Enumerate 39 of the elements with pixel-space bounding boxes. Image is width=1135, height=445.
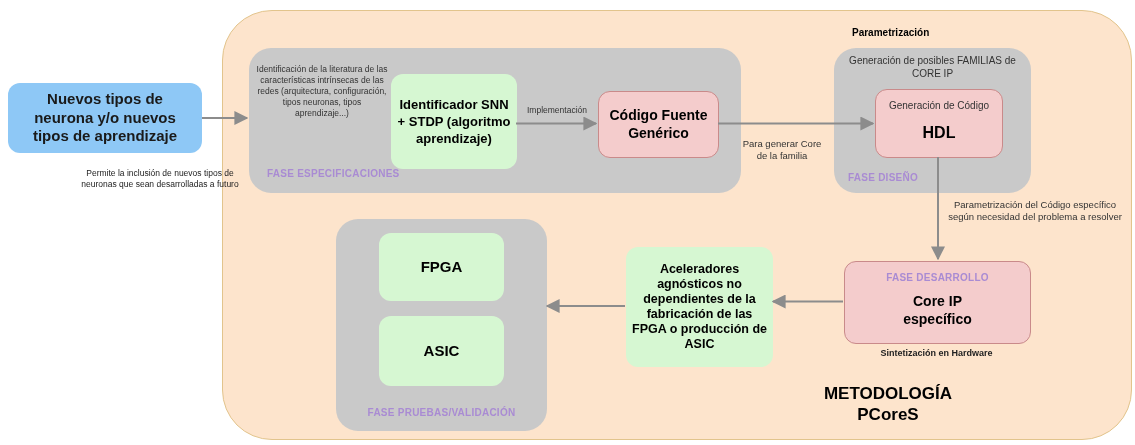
description-text: Identificación de la literatura de las características intrínsecas de las redes (arquitectura, configuración, tipos neuronas, tipos aprendizaje...) [255,64,389,119]
note-text: Permite la inclusión de nuevos tipos de neuronas que sean desarrolladas a futuro [80,168,240,190]
phase-panel [834,48,1031,193]
input-box [8,83,202,153]
process-box [391,74,517,169]
methodology-title: METODOLOGÍA PCoreS [822,383,954,426]
arrow [717,116,875,131]
heading-text: Parametrización [852,26,930,40]
process-box [875,89,1003,158]
edge-label: Para generar Core de la familia [741,138,823,162]
process-box [379,233,504,301]
process-box [379,316,504,386]
description-text: Generación de posibles FAMILIAS de CORE IP [848,54,1017,80]
arrow [545,299,626,313]
phase-label: FASE DESARROLLO [886,271,989,285]
arrow [931,156,945,261]
phase-label: FASE ESPECIFICACIONES [267,167,400,181]
process-box [626,247,773,367]
edge-label: Implementación [526,104,588,117]
process-text: FPGA [420,256,463,277]
process-text: ASIC [423,340,460,361]
phase-label: FASE PRUEBAS/VALIDACIÓN [366,405,517,420]
process-text: Core IP específico [902,293,973,328]
process-text: Código Fuente Genérico [608,107,709,142]
input-text: Nuevos tipos de neurona y/o nuevos tipos de aprendizaje [31,89,179,147]
process-text: Aceleradores agnósticos no dependientes de la fabricación de las FPGA o producción de ASIC [631,262,768,352]
note-text: Sintetización en Hardware [879,347,994,360]
process-box [844,261,1031,344]
arrow [201,111,249,125]
arrow [515,116,598,131]
process-subtitle: Generación de Código [888,99,990,113]
process-text: HDL [922,123,956,143]
arrow [771,294,844,309]
edge-label: Parametrización del Código específico según necesidad del problema a resolver [947,199,1123,223]
process-text: Identificador SNN + STDP (algoritmo aprendizaje) [396,96,512,147]
phase-panel [249,48,741,193]
process-box [598,91,719,158]
phase-label: FASE DISEÑO [848,170,918,185]
phase-panel [336,219,547,431]
